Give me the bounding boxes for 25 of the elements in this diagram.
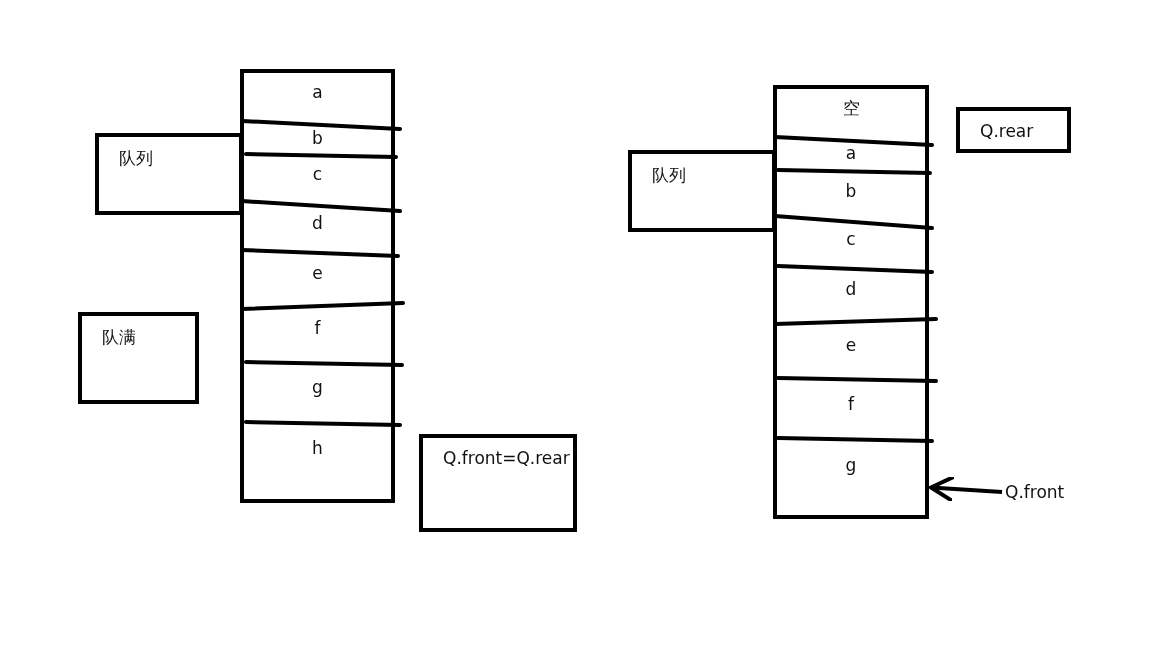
- queue-cell: e: [777, 325, 925, 377]
- queue-cell: f: [777, 383, 925, 437]
- pointer-label: Q.front: [1005, 482, 1075, 506]
- queue-column: [240, 69, 395, 503]
- arrow: [929, 474, 1003, 503]
- queue-column: [773, 85, 929, 519]
- queue-cell: b: [244, 128, 391, 152]
- label-box: 队满: [78, 312, 199, 404]
- queue-cell: d: [244, 208, 391, 249]
- label-box: Q.rear: [956, 107, 1071, 153]
- queue-cell: g: [244, 366, 391, 420]
- queue-cell: f: [244, 308, 391, 360]
- queue-cell: c: [777, 225, 925, 265]
- queue-cell: b: [777, 175, 925, 219]
- queue-cell: h: [244, 426, 391, 500]
- queue-cell: c: [244, 158, 391, 202]
- queue-cell: a: [777, 143, 925, 169]
- label-box: 队列: [95, 133, 243, 215]
- queue-cell: d: [777, 271, 925, 319]
- label-box: 队列: [628, 150, 776, 232]
- label-box: Q.front=Q.rear: [419, 434, 577, 532]
- queue-cell: e: [244, 255, 391, 302]
- queue-cell: a: [244, 73, 391, 123]
- queue-cell: 空: [777, 89, 925, 138]
- queue-cell: g: [777, 443, 925, 516]
